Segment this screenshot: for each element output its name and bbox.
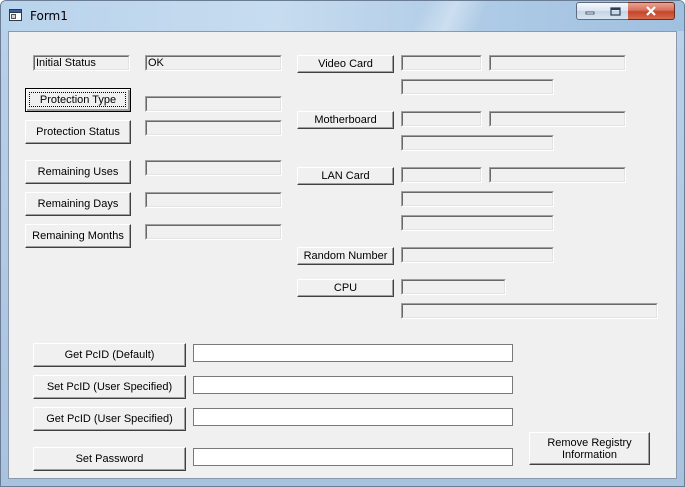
close-icon (646, 6, 656, 16)
motherboard-field-3 (401, 135, 554, 151)
focus-indicator (29, 92, 126, 107)
password-input[interactable] (193, 448, 513, 466)
protection-status-field (145, 120, 282, 136)
minimize-button[interactable] (576, 2, 603, 20)
video-card-button[interactable]: Video Card (297, 55, 394, 73)
protection-status-button[interactable]: Protection Status (25, 120, 131, 144)
remaining-months-field (145, 224, 282, 240)
cpu-field-1 (401, 279, 506, 295)
protection-type-field (145, 96, 282, 112)
cpu-button[interactable]: CPU (297, 279, 394, 297)
maximize-icon (609, 6, 621, 16)
vb-form-icon[interactable] (9, 9, 22, 21)
remove-registry-button[interactable]: Remove Registry Information (529, 432, 650, 465)
cpu-field-2 (401, 303, 658, 319)
remaining-days-button[interactable]: Remaining Days (25, 192, 131, 216)
remaining-months-button[interactable]: Remaining Months (25, 224, 131, 248)
maximize-button[interactable] (602, 2, 629, 20)
lan-card-field-4 (401, 215, 554, 231)
video-card-field-2 (489, 55, 626, 71)
video-card-field-3 (401, 79, 554, 95)
random-number-button[interactable]: Random Number (297, 247, 394, 265)
get-pcid-default-button[interactable]: Get PcID (Default) (33, 343, 186, 367)
initial-status-label: Initial Status (33, 55, 130, 71)
lan-card-field-2 (489, 167, 626, 183)
remaining-uses-button[interactable]: Remaining Uses (25, 160, 131, 184)
set-pcid-user-input[interactable] (193, 376, 513, 394)
initial-status-value: OK (145, 55, 282, 71)
motherboard-field-2 (489, 111, 626, 127)
title-bar[interactable]: Form1 (1, 1, 684, 31)
set-pcid-user-button[interactable]: Set PcID (User Specified) (33, 375, 186, 399)
video-card-field-1 (401, 55, 482, 71)
get-pcid-user-button[interactable]: Get PcID (User Specified) (33, 407, 186, 431)
minimize-icon (585, 11, 594, 15)
remaining-days-field (145, 192, 282, 208)
lan-card-field-3 (401, 191, 554, 207)
protection-type-button[interactable]: Protection Type (25, 88, 131, 112)
window-title: Form1 (30, 9, 68, 23)
set-password-button[interactable]: Set Password (33, 447, 186, 471)
title-bar-glass (361, 1, 561, 31)
form-client-area: Initial Status OK Protection Type Protec… (8, 31, 677, 479)
pcid-default-input[interactable] (193, 344, 513, 362)
get-pcid-user-input[interactable] (193, 408, 513, 426)
lan-card-field-1 (401, 167, 482, 183)
random-number-field (401, 247, 554, 263)
lan-card-button[interactable]: LAN Card (297, 167, 394, 185)
motherboard-button[interactable]: Motherboard (297, 111, 394, 129)
protection-type-label: Protection Type (39, 94, 117, 106)
close-button[interactable] (628, 2, 675, 20)
remaining-uses-field (145, 160, 282, 176)
motherboard-field-1 (401, 111, 482, 127)
